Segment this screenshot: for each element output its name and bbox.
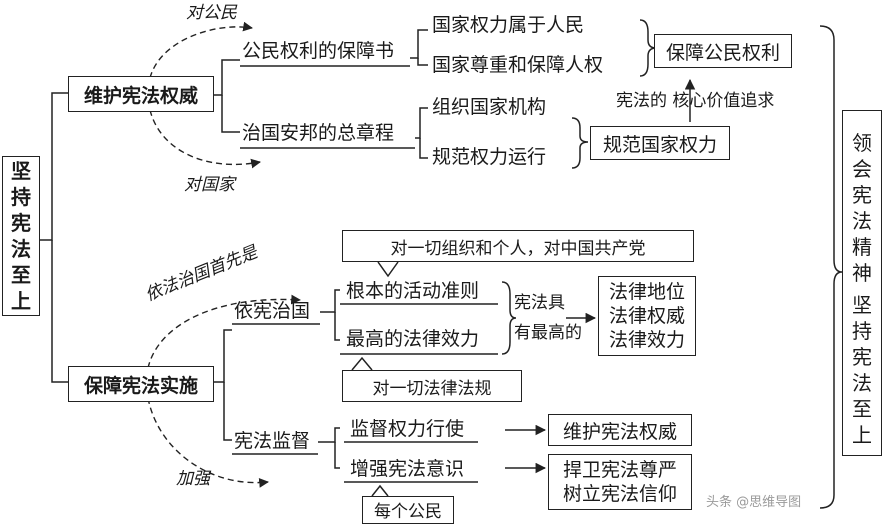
branch1-node-b: 治国安邦的总章程 (242, 122, 395, 144)
branch1-node-a-item: 国家尊重和保障人权 (432, 54, 604, 76)
branch1-label-bottom: 对国家 (184, 175, 235, 195)
root-node: 坚 持 宪 法 至 上 (2, 156, 40, 316)
right-panel-part2: 坚 持 宪 法 至 上 (850, 292, 874, 448)
branch2-title: 保障宪法实施 (68, 366, 214, 402)
branch2-mid-label: 宪法具 (514, 293, 565, 313)
branch2-callout-partial: 每个公民 (362, 496, 454, 524)
panel-char: 精 (852, 235, 872, 259)
branch1-node-a-result: 保障公民权利 (654, 34, 792, 68)
branch1-core-label: 宪法的 核心价值追求 (616, 91, 775, 111)
panel-char: 法 (852, 209, 872, 233)
panel-char: 坚 (852, 293, 872, 317)
branch2-node-b-result: 捍卫宪法尊严 树立宪法信仰 (548, 454, 692, 510)
root-char: 至 (11, 263, 31, 287)
result-line: 法律地位 (608, 281, 685, 303)
branch2-node-b: 宪法监督 (234, 430, 311, 452)
connector-lines (40, 19, 843, 509)
panel-char: 持 (852, 319, 872, 343)
mind-map: 坚 持 宪 法 至 上 维护宪法权威 对公民 对国家 公民权利的保障书 国家权力… (2, 3, 882, 524)
branch1-node-b-item: 组织国家机构 (432, 96, 547, 118)
branch1-node-a-item: 国家权力属于人民 (432, 14, 585, 36)
branch1-node-a: 公民权利的保障书 (242, 40, 395, 62)
panel-char: 至 (852, 397, 872, 421)
result-line: 树立宪法信仰 (562, 483, 677, 505)
branch2-label-bottom: 加强 (176, 469, 210, 489)
root-char: 持 (11, 185, 31, 209)
result-line: 法律效力 (608, 329, 685, 351)
panel-char: 宪 (852, 345, 872, 369)
branch2-node-a-item: 最高的法律效力 (346, 328, 480, 350)
root-char: 上 (11, 289, 31, 313)
branch2-node-a-result: 法律地位 法律权威 法律效力 (598, 276, 696, 356)
branch2-callout-top: 对一切组织和个人，对中国共产党 (342, 230, 694, 262)
branch2-node-b-item: 监督权力行使 (350, 418, 465, 440)
branch2-node-a: 依宪治国 (234, 300, 311, 322)
right-panel-part1: 领 会 宪 法 精 神 (850, 130, 874, 286)
panel-char: 上 (852, 423, 872, 447)
root-char: 坚 (11, 159, 31, 183)
branch2-callout-bottom: 对一切法律法规 (342, 370, 522, 402)
root-char: 宪 (11, 211, 31, 235)
root-char: 法 (11, 237, 31, 261)
result-line: 捍卫宪法尊严 (562, 459, 677, 481)
watermark: 头条 @思维导图 (706, 495, 802, 510)
panel-char: 宪 (852, 183, 872, 207)
branch2-node-a-item: 根本的活动准则 (346, 280, 480, 302)
branch2-node-b-result: 维护宪法权威 (548, 414, 692, 446)
branch1-node-b-item: 规范权力运行 (432, 146, 547, 168)
panel-char: 领 (852, 131, 872, 155)
branch1-node-b-result: 规范国家权力 (590, 126, 730, 160)
branch1-label-top: 对公民 (186, 3, 237, 23)
panel-char: 法 (852, 371, 872, 395)
branch2-node-b-item: 增强宪法意识 (350, 458, 465, 480)
panel-char: 神 (852, 261, 872, 285)
right-panel (842, 110, 882, 456)
panel-char: 会 (852, 157, 872, 181)
branch1-title: 维护宪法权威 (68, 76, 214, 112)
branch2-mid-label: 有最高的 (514, 323, 582, 343)
result-line: 法律权威 (608, 305, 685, 327)
